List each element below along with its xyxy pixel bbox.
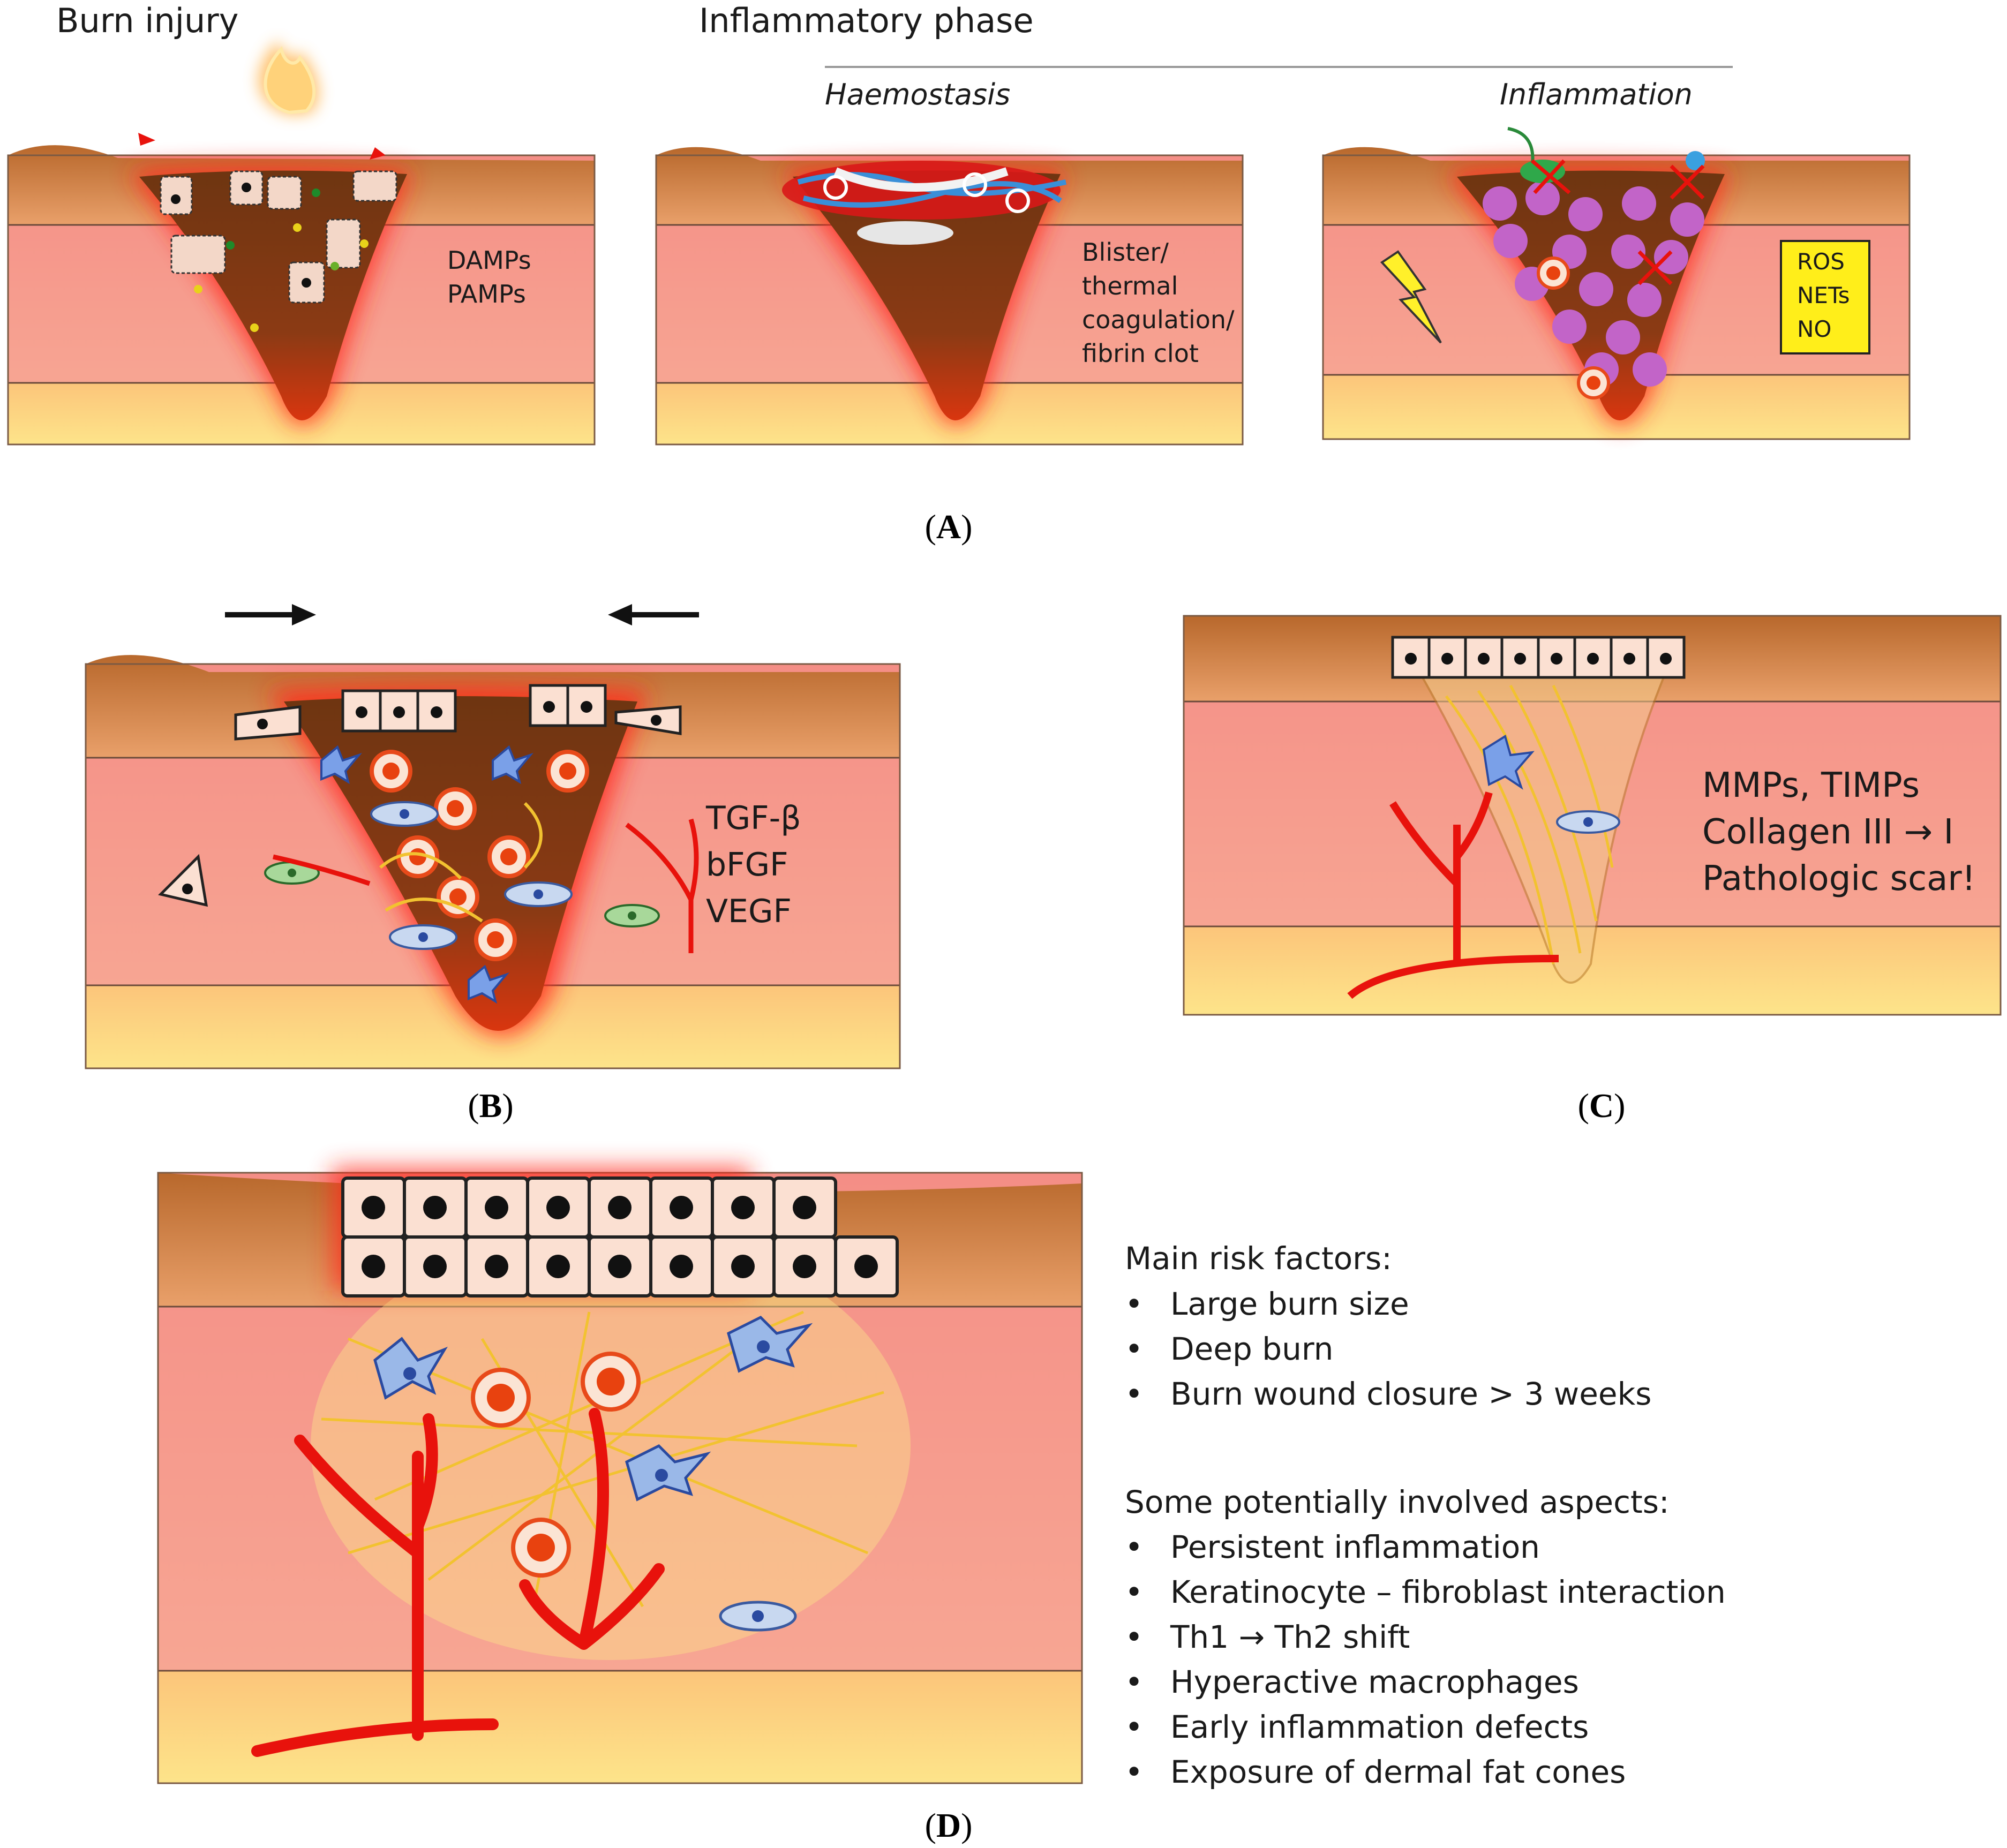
ros-nets-no-box [1780, 240, 1870, 354]
skin-block-haemostasis [655, 147, 1244, 446]
collagen-label: Collagen III → I [1702, 812, 1953, 852]
aspect-item: Persistent inflammation [1170, 1529, 1540, 1565]
blister-label-4: fibrin clot [1082, 339, 1199, 368]
inflammatory-phase-title: Inflammatory phase [699, 1, 1034, 40]
ros-label: ROS [1797, 248, 1845, 275]
aspect-item: Early inflammation defects [1170, 1709, 1589, 1745]
fibrin-clot [782, 161, 1067, 245]
mmps-timps-label: MMPs, TIMPs [1702, 766, 1920, 805]
tgf-beta-label: TGF-β [705, 799, 801, 837]
bullet: • [1125, 1709, 1143, 1745]
panel-b: TGF-β bFGF VEGF (B) [85, 604, 901, 1125]
aspect-item: Hyperactive macrophages [1170, 1664, 1579, 1700]
aspect-item: Keratinocyte – fibroblast interaction [1170, 1574, 1726, 1610]
inflammation-subtitle: Inflammation [1500, 78, 1693, 111]
blister-label-2: thermal [1082, 271, 1178, 300]
no-label: NO [1797, 316, 1831, 342]
keratinocytes-migrating [158, 684, 682, 907]
panel-a-label: (A) [925, 508, 973, 546]
burn-injury-title: Burn injury [56, 1, 238, 40]
panel-d: Main risk factors: • Large burn size • D… [157, 1167, 1726, 1844]
necrotic-cells [138, 133, 397, 332]
risk-factor-item: Deep burn [1170, 1331, 1333, 1367]
bullet: • [1125, 1619, 1143, 1655]
bullet: • [1125, 1574, 1143, 1610]
bullet: • [1125, 1286, 1143, 1322]
panel-a: Burn injury Inflammatory phase Haemostas… [7, 1, 1911, 546]
risk-factors-title: Main risk factors: [1125, 1240, 1392, 1277]
remodelling-cells [1347, 734, 1620, 999]
pamps-label: PAMPs [447, 280, 526, 308]
blister-label-3: coagulation/ [1082, 305, 1235, 334]
risk-factor-list: • Large burn size • Deep burn • Burn wou… [1125, 1286, 1651, 1412]
haemostasis-subtitle: Haemostasis [825, 78, 1010, 111]
panel-b-label: (B) [468, 1087, 513, 1125]
damps-label: DAMPs [447, 246, 531, 275]
panel-c: MMPs, TIMPs Collagen III → I Pathologic … [1183, 615, 2002, 1125]
panel-d-label: (D) [925, 1806, 973, 1844]
aspect-item: Th1 → Th2 shift [1170, 1619, 1410, 1655]
risk-factor-item: Large burn size [1170, 1286, 1409, 1322]
lightning-icon [1380, 250, 1442, 344]
panel-c-label: (C) [1578, 1087, 1626, 1125]
flame-icon [258, 40, 319, 115]
contraction-arrows [225, 604, 699, 625]
bullet: • [1125, 1376, 1143, 1412]
bullet: • [1125, 1529, 1143, 1565]
bullet: • [1125, 1331, 1143, 1367]
bullet: • [1125, 1664, 1143, 1700]
bfgf-label: bFGF [706, 846, 788, 884]
neutrophils [1483, 127, 1705, 399]
macrophages-and-fibroblasts [264, 745, 699, 1004]
epidermis-cells [1391, 636, 1686, 679]
blister-label-1: Blister/ [1082, 238, 1169, 267]
aspects-list: • Persistent inflammation • Keratinocyte… [1125, 1529, 1726, 1790]
aspect-item: Exposure of dermal fat cones [1170, 1754, 1626, 1790]
hypertrophic-keratinocytes [332, 1167, 899, 1298]
vegf-label: VEGF [706, 893, 792, 930]
scar-cells-and-vessels [251, 1315, 813, 1757]
risk-factor-item: Burn wound closure > 3 weeks [1170, 1376, 1651, 1412]
bullet: • [1125, 1754, 1143, 1790]
aspects-title: Some potentially involved aspects: [1125, 1484, 1670, 1520]
pathologic-scar-label: Pathologic scar! [1702, 859, 1975, 899]
nets-label: NETs [1797, 282, 1850, 308]
